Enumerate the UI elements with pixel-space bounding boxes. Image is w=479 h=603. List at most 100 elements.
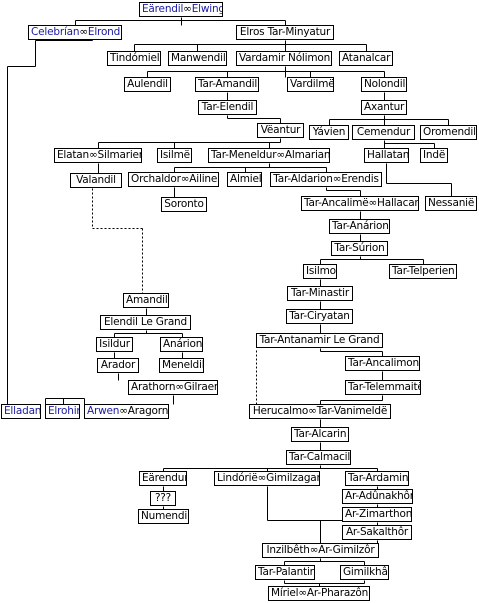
person-node-zimarthon: Ar-Zimarthon xyxy=(342,507,412,522)
person-node-anarion: Tar-Anárion xyxy=(329,219,390,234)
person-name-part: Elrond xyxy=(87,26,121,38)
person-node-amandil: Amandil xyxy=(123,293,169,308)
person-name-part: ??? xyxy=(154,492,172,504)
person-name-part: Amandil xyxy=(126,294,168,306)
person-name-part: Arador xyxy=(100,359,136,371)
person-node-meneldil: Meneldil xyxy=(159,358,204,373)
person-node-arador: Arador xyxy=(97,358,139,373)
person-node-telemmaite: Tar-Telemmaitë xyxy=(345,380,421,395)
person-name-part: Vëantur xyxy=(260,124,301,136)
person-name-part: Elrohir xyxy=(48,405,80,417)
person-node-isildur: Isildur xyxy=(96,337,133,352)
person-node-almiel: Almiel xyxy=(227,172,262,187)
person-node-manwendil: Manwendil xyxy=(168,51,227,66)
person-name-part: Ar-Zimarthon xyxy=(345,508,412,520)
person-node-cemendur: Cemendur xyxy=(352,125,415,140)
person-name-part: Cemendur xyxy=(356,126,411,138)
person-node-herucalmo-vanimelde: Herucalmo∞Tar-Vanimeldë xyxy=(249,404,391,419)
person-node-unknown: ??? xyxy=(150,491,176,506)
person-node-ciryatan: Tar-Ciryatan xyxy=(286,309,353,324)
person-name-part: ∞ xyxy=(183,3,192,15)
person-node-palantir: Tar-Palantir xyxy=(255,565,315,580)
person-node-lindorie-gimilzagar: Lindórië∞Gimilzagar xyxy=(214,471,320,486)
person-node-calmacil: Tar-Calmacil xyxy=(286,450,351,465)
person-node-tar-elendil: Tar-Elendil xyxy=(198,100,257,115)
person-node-anarion2: Anárion xyxy=(160,337,203,352)
person-name-part: Inzilbêth∞Ar-Gimilzôr xyxy=(266,544,375,556)
person-name-part: Aulendil xyxy=(127,78,168,90)
person-name-part: Yávien xyxy=(312,126,346,138)
person-node-gimilkhad: Gimilkhâd xyxy=(340,565,389,580)
person-name-part: Tar-Telemmaitë xyxy=(348,381,421,393)
person-name-part: Arathorn∞Gilraen xyxy=(131,381,218,393)
person-name-part: Herucalmo∞Tar-Vanimeldë xyxy=(252,405,388,417)
person-name-part: Lindórië∞Gimilzagar xyxy=(217,472,320,484)
person-node-elros: Elros Tar-Minyatur xyxy=(236,25,334,40)
person-node-arwen-aragorn: Arwen∞Aragorn xyxy=(84,404,169,419)
person-node-inzilbeth-gimilzor: Inzilbêth∞Ar-Gimilzôr xyxy=(262,543,379,558)
person-node-nolondil: Nolondil xyxy=(361,77,407,92)
person-name-part: Tar-Palantir xyxy=(258,566,314,578)
person-node-telperien: Tar-Telperien xyxy=(389,264,457,279)
person-node-isilmo: Isilmo xyxy=(303,264,337,279)
person-node-miriel-pharazon: Míriel∞Ar-Pharazôn xyxy=(268,586,370,601)
person-name-part: Nolondil xyxy=(364,78,406,90)
person-node-oromendil: Oromendil xyxy=(420,125,477,140)
person-name-part: Eärendur xyxy=(142,472,187,484)
person-node-atanalcar: Atanalcar xyxy=(339,51,393,66)
person-name-part: Elendil Le Grand xyxy=(104,316,187,328)
person-node-aldarion-erendis: Tar-Aldarion∞Erendis xyxy=(270,172,382,187)
person-name-part: Elladan xyxy=(4,405,41,417)
person-name-part: ∞ xyxy=(79,26,88,38)
person-name-part: Meneldil xyxy=(162,359,204,371)
person-node-tindomiel: Tindómiel xyxy=(107,51,161,66)
person-name-part: Tar-Minastir xyxy=(290,287,350,299)
person-name-part: Tar-Ancalimon xyxy=(348,357,419,369)
person-node-meneldur-almarian: Tar-Meneldur∞Almarian xyxy=(208,148,330,163)
person-node-hallatan: Hallatan xyxy=(364,148,409,163)
person-node-vardilme: Vardilmë xyxy=(287,77,334,92)
person-node-aulendil: Aulendil xyxy=(124,77,171,92)
person-name-part: Tar-Antanamir Le Grand xyxy=(259,334,380,346)
person-node-axantur: Axantur xyxy=(361,100,407,115)
person-name-part: Tar-Telperien xyxy=(392,265,455,277)
person-name-part: Gimilkhâd xyxy=(343,566,388,578)
person-node-celebrian-elrond: Celebrían∞Elrond xyxy=(28,25,122,40)
person-name-part: Vardamir Nólimon xyxy=(239,52,331,64)
person-name-part: Elwing xyxy=(191,3,223,15)
person-node-alcarin: Tar-Alcarin xyxy=(291,427,349,442)
person-name-part: Valandil xyxy=(76,174,116,186)
person-node-orchaldor-ailinel: Orchaldor∞Ailinel xyxy=(128,172,219,187)
person-name-part: Vardilmë xyxy=(290,78,334,90)
person-name-part: Míriel∞Ar-Pharazôn xyxy=(271,587,369,599)
person-node-nessanie: Nessanië xyxy=(425,196,477,211)
person-name-part: Celebrían xyxy=(31,26,80,38)
person-node-ardamin: Tar-Ardamin xyxy=(345,471,409,486)
person-name-part: Numendil xyxy=(141,510,189,522)
person-name-part: Nessanië xyxy=(428,197,475,209)
person-name-part: Tar-Súrion xyxy=(334,242,385,254)
person-node-vardamir: Vardamir Nólimon xyxy=(236,51,332,66)
person-name-part: Tar-Amandil xyxy=(198,78,258,90)
person-name-part: Tar-Meneldur∞Almarian xyxy=(211,149,330,161)
person-node-numendil: Numendil xyxy=(138,509,189,524)
person-node-tar-amandil: Tar-Amandil xyxy=(195,77,259,92)
person-node-surion: Tar-Súrion xyxy=(331,241,388,256)
person-node-earendur: Eärendur xyxy=(139,471,187,486)
person-node-valandil: Valandil xyxy=(70,173,122,188)
person-name-part: ∞Aragorn xyxy=(119,405,169,417)
person-name-part: Elatan∞Silmarien xyxy=(57,149,142,161)
person-name-part: Arwen xyxy=(87,405,120,417)
person-name-part: Oromendil xyxy=(423,126,476,138)
person-name-part: Manwendil xyxy=(171,52,226,64)
person-name-part: Tar-Calmacil xyxy=(289,451,351,463)
person-name-part: Tindómiel xyxy=(110,52,160,64)
person-name-part: Soronto xyxy=(164,198,204,210)
person-node-minastir: Tar-Minastir xyxy=(287,286,353,301)
person-node-ancalime-hallacar: Tar-Ancalimë∞Hallacar xyxy=(301,196,419,211)
person-name-part: Isildur xyxy=(99,338,130,350)
person-name-part: Tar-Ancalimë∞Hallacar xyxy=(304,197,419,209)
person-node-arathorn-gilraen: Arathorn∞Gilraen xyxy=(128,380,218,395)
person-name-part: Anárion xyxy=(163,338,203,350)
